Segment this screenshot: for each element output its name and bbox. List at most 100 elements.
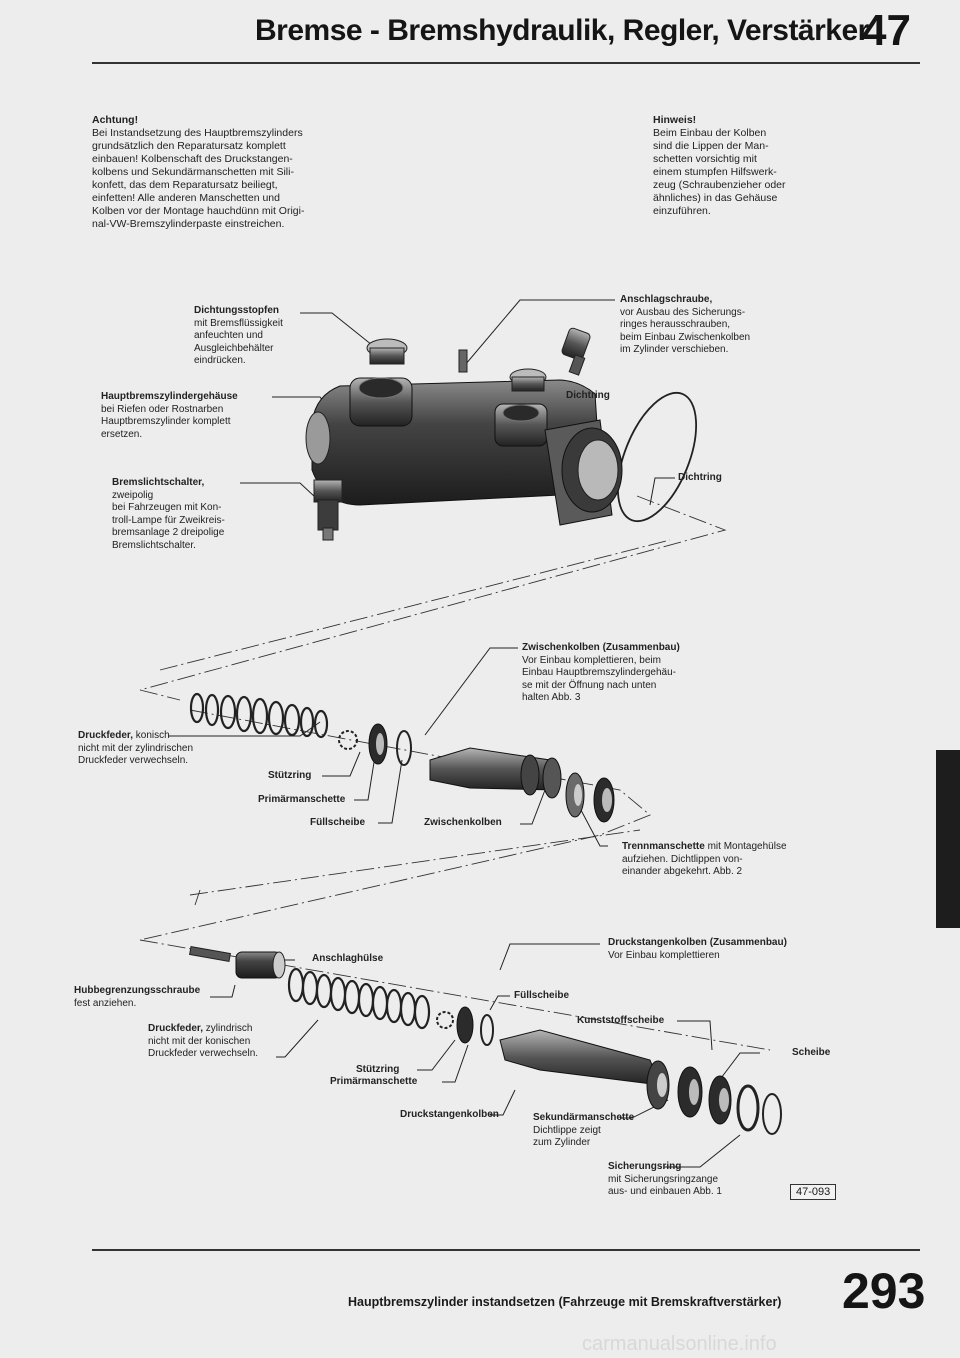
- label-anschlagschraube: Anschlagschraube, vor Ausbau des Sicheru…: [620, 294, 750, 357]
- label-line: Hauptbremszylinder komplett: [101, 416, 231, 427]
- achtung-line: Kolben vor der Montage hauchdünn mit Ori…: [92, 205, 305, 217]
- label-title: Hauptbremszylindergehäuse: [101, 391, 238, 402]
- label-title-rest: zylindrisch: [203, 1023, 253, 1034]
- label-primaermanschette-1: Primärmanschette: [258, 794, 346, 805]
- chapter-number: 47: [862, 6, 911, 55]
- achtung-title: Achtung!: [92, 114, 139, 126]
- page-title: Bremse - Bremshydraulik, Regler, Verstär…: [255, 14, 869, 47]
- label-anschlaghuelse: Anschlaghülse: [312, 953, 384, 964]
- hinweis-line: schetten vorsichtig mit: [653, 153, 757, 165]
- hinweis-line: ähnliches) in das Gehäuse: [653, 192, 778, 204]
- cylinder-housing: [305, 377, 623, 526]
- achtung-line: kolbens und Sekundärmanschetten mit Sili…: [92, 166, 294, 178]
- page-number: 293: [842, 1263, 926, 1319]
- label-line: Druckfeder verwechseln.: [148, 1048, 259, 1059]
- hinweis-line: zeug (Schraubenzieher oder: [653, 179, 786, 191]
- achtung-line: konfett, das dem Reparatursatz beiliegt,: [92, 179, 278, 191]
- label-line: ersetzen.: [101, 428, 143, 440]
- label-line: anfeuchten und: [194, 330, 263, 341]
- label-druckfeder-konisch: Druckfeder, konisch nicht mit der zylind…: [78, 730, 193, 768]
- label-dichtring-1: Dichtring: [566, 390, 610, 401]
- label-line: troll-Lampe für Zweikreis-: [112, 514, 225, 526]
- hinweis-line: Beim Einbau der Kolben: [653, 127, 767, 139]
- section-tab-marker: [936, 750, 960, 928]
- label-line: ringes herausschrauben,: [620, 319, 731, 330]
- achtung-note: Achtung! Bei Instandsetzung des Hauptbre…: [92, 114, 392, 231]
- label-line: nicht mit der konischen: [148, 1035, 251, 1047]
- label-druckstangenkolben: Druckstangenkolben: [400, 1109, 499, 1120]
- label-line: aus- und einbauen Abb. 1: [608, 1186, 722, 1197]
- label-stuetzring-1: Stützring: [268, 770, 312, 781]
- hinweis-line: einem stumpfen Hilfswerk-: [653, 166, 777, 178]
- label-title: Sekundärmanschette: [533, 1112, 635, 1123]
- label-line: beim Einbau Zwischenkolben: [620, 331, 751, 343]
- label-title: Zwischenkolben (Zusammenbau): [522, 642, 680, 653]
- label-line: vor Ausbau des Sicherungs-: [620, 306, 746, 318]
- figure-code: 47-093: [790, 1184, 837, 1200]
- label-line: Dichtlippe zeigt: [533, 1124, 601, 1136]
- label-dichtring-2: Dichtring: [678, 472, 722, 483]
- label-line: zweipolig: [112, 489, 154, 501]
- achtung-line: einfetten! Alle anderen Manschetten und: [92, 192, 280, 204]
- label-line: Bremslichtschalter.: [112, 539, 196, 551]
- label-line: bei Riefen oder Rostnarben: [101, 403, 224, 415]
- label-fuellscheibe-1: Füllscheibe: [310, 817, 366, 828]
- label-line: fest anziehen.: [74, 997, 137, 1009]
- footer-caption: Hauptbremszylinder instandsetzen (Fahrze…: [348, 1295, 782, 1309]
- label-line: Einbau Hauptbremszylindergehäu-: [522, 667, 676, 678]
- label-primaermanschette-2: Primärmanschette: [330, 1076, 418, 1087]
- hinweis-title: Hinweis!: [653, 114, 697, 126]
- header-rule: [92, 62, 920, 64]
- label-line: eindrücken.: [194, 355, 246, 366]
- label-title: Sicherungsring: [608, 1161, 682, 1172]
- label-title: Druckstangenkolben (Zusammenbau): [608, 937, 787, 948]
- achtung-line: nal-VW-Bremszylinderpaste einstreichen.: [92, 218, 285, 230]
- label-line: Vor Einbau komplettieren, beim: [522, 654, 661, 666]
- label-title: Trennmanschette: [622, 841, 705, 852]
- label-trennmanschette: Trennmanschette mit Montagehülse aufzieh…: [622, 841, 787, 879]
- label-stuetzring-2: Stützring: [356, 1064, 400, 1075]
- label-title: Anschlagschraube,: [620, 294, 713, 305]
- label-line: Ausgleichbehälter: [194, 342, 274, 354]
- label-line: nicht mit der zylindrischen: [78, 742, 194, 754]
- hinweis-line: einzuführen.: [653, 205, 711, 217]
- label-line: se mit der Öffnung nach unten: [522, 679, 657, 691]
- label-title: Druckfeder,: [148, 1023, 204, 1034]
- achtung-line: einbauen! Kolbenschaft des Druckstangen-: [92, 153, 293, 165]
- label-sekundaermanschette: Sekundärmanschette Dichtlippe zeigt zum …: [533, 1112, 634, 1150]
- label-dichtungsstopfen: Dichtungsstopfen mit Bremsflüssigkeit an…: [194, 305, 283, 368]
- label-line: zum Zylinder: [533, 1137, 591, 1148]
- label-sicherungsring: Sicherungsring mit Sicherungsringzange a…: [608, 1161, 722, 1199]
- label-line: mit Sicherungsringzange: [608, 1173, 719, 1185]
- achtung-line: Bei Instandsetzung des Hauptbremszylinde…: [92, 127, 303, 139]
- label-druckfeder-zylindrisch: Druckfeder, zylindrisch nicht mit der ko…: [148, 1023, 258, 1061]
- label-scheibe: Scheibe: [792, 1047, 831, 1058]
- label-zwischenkolben: Zwischenkolben: [424, 817, 502, 828]
- footer-rule: [92, 1249, 920, 1251]
- label-bremslichtschalter: Bremslichtschalter, zweipolig bei Fahrze…: [112, 477, 225, 552]
- watermark: carmanualsonline.info: [582, 1333, 777, 1355]
- hinweis-note: Hinweis! Beim Einbau der Kolben sind die…: [653, 114, 853, 218]
- label-title: Druckfeder,: [78, 730, 134, 741]
- label-line: aufziehen. Dichtlippen von-: [622, 853, 743, 865]
- label-line: im Zylinder verschieben.: [620, 344, 729, 355]
- label-line: bremsanlage 2 dreipolige: [112, 527, 225, 538]
- label-line: einander abgekehrt. Abb. 2: [622, 866, 743, 877]
- label-fuellscheibe-2: Füllscheibe: [514, 990, 570, 1001]
- label-druckstangenkolben-zusammenbau: Druckstangenkolben (Zusammenbau) Vor Ein…: [608, 937, 787, 962]
- label-hauptbremszylindergehaeuse: Hauptbremszylindergehäuse bei Riefen ode…: [101, 391, 238, 441]
- label-title: Hubbegrenzungsschraube: [74, 985, 201, 996]
- label-title-rest: konisch: [133, 730, 170, 741]
- label-zwischenkolben-zusammenbau: Zwischenkolben (Zusammenbau) Vor Einbau …: [522, 642, 680, 705]
- label-line: Druckfeder verwechseln.: [78, 755, 189, 766]
- label-title: Dichtungsstopfen: [194, 305, 279, 316]
- label-line: bei Fahrzeugen mit Kon-: [112, 502, 222, 513]
- label-hubbegrenzungsschraube: Hubbegrenzungsschraube fest anziehen.: [74, 985, 200, 1010]
- label-line: Vor Einbau komplettieren: [608, 949, 720, 961]
- label-kunststoffscheibe: Kunststoffscheibe: [577, 1015, 665, 1026]
- achtung-line: grundsätzlich den Reparatursatz komplett: [92, 140, 286, 152]
- hinweis-line: sind die Lippen der Man-: [653, 140, 769, 152]
- label-title: Bremslichtschalter,: [112, 477, 205, 488]
- label-line: halten Abb. 3: [522, 692, 581, 703]
